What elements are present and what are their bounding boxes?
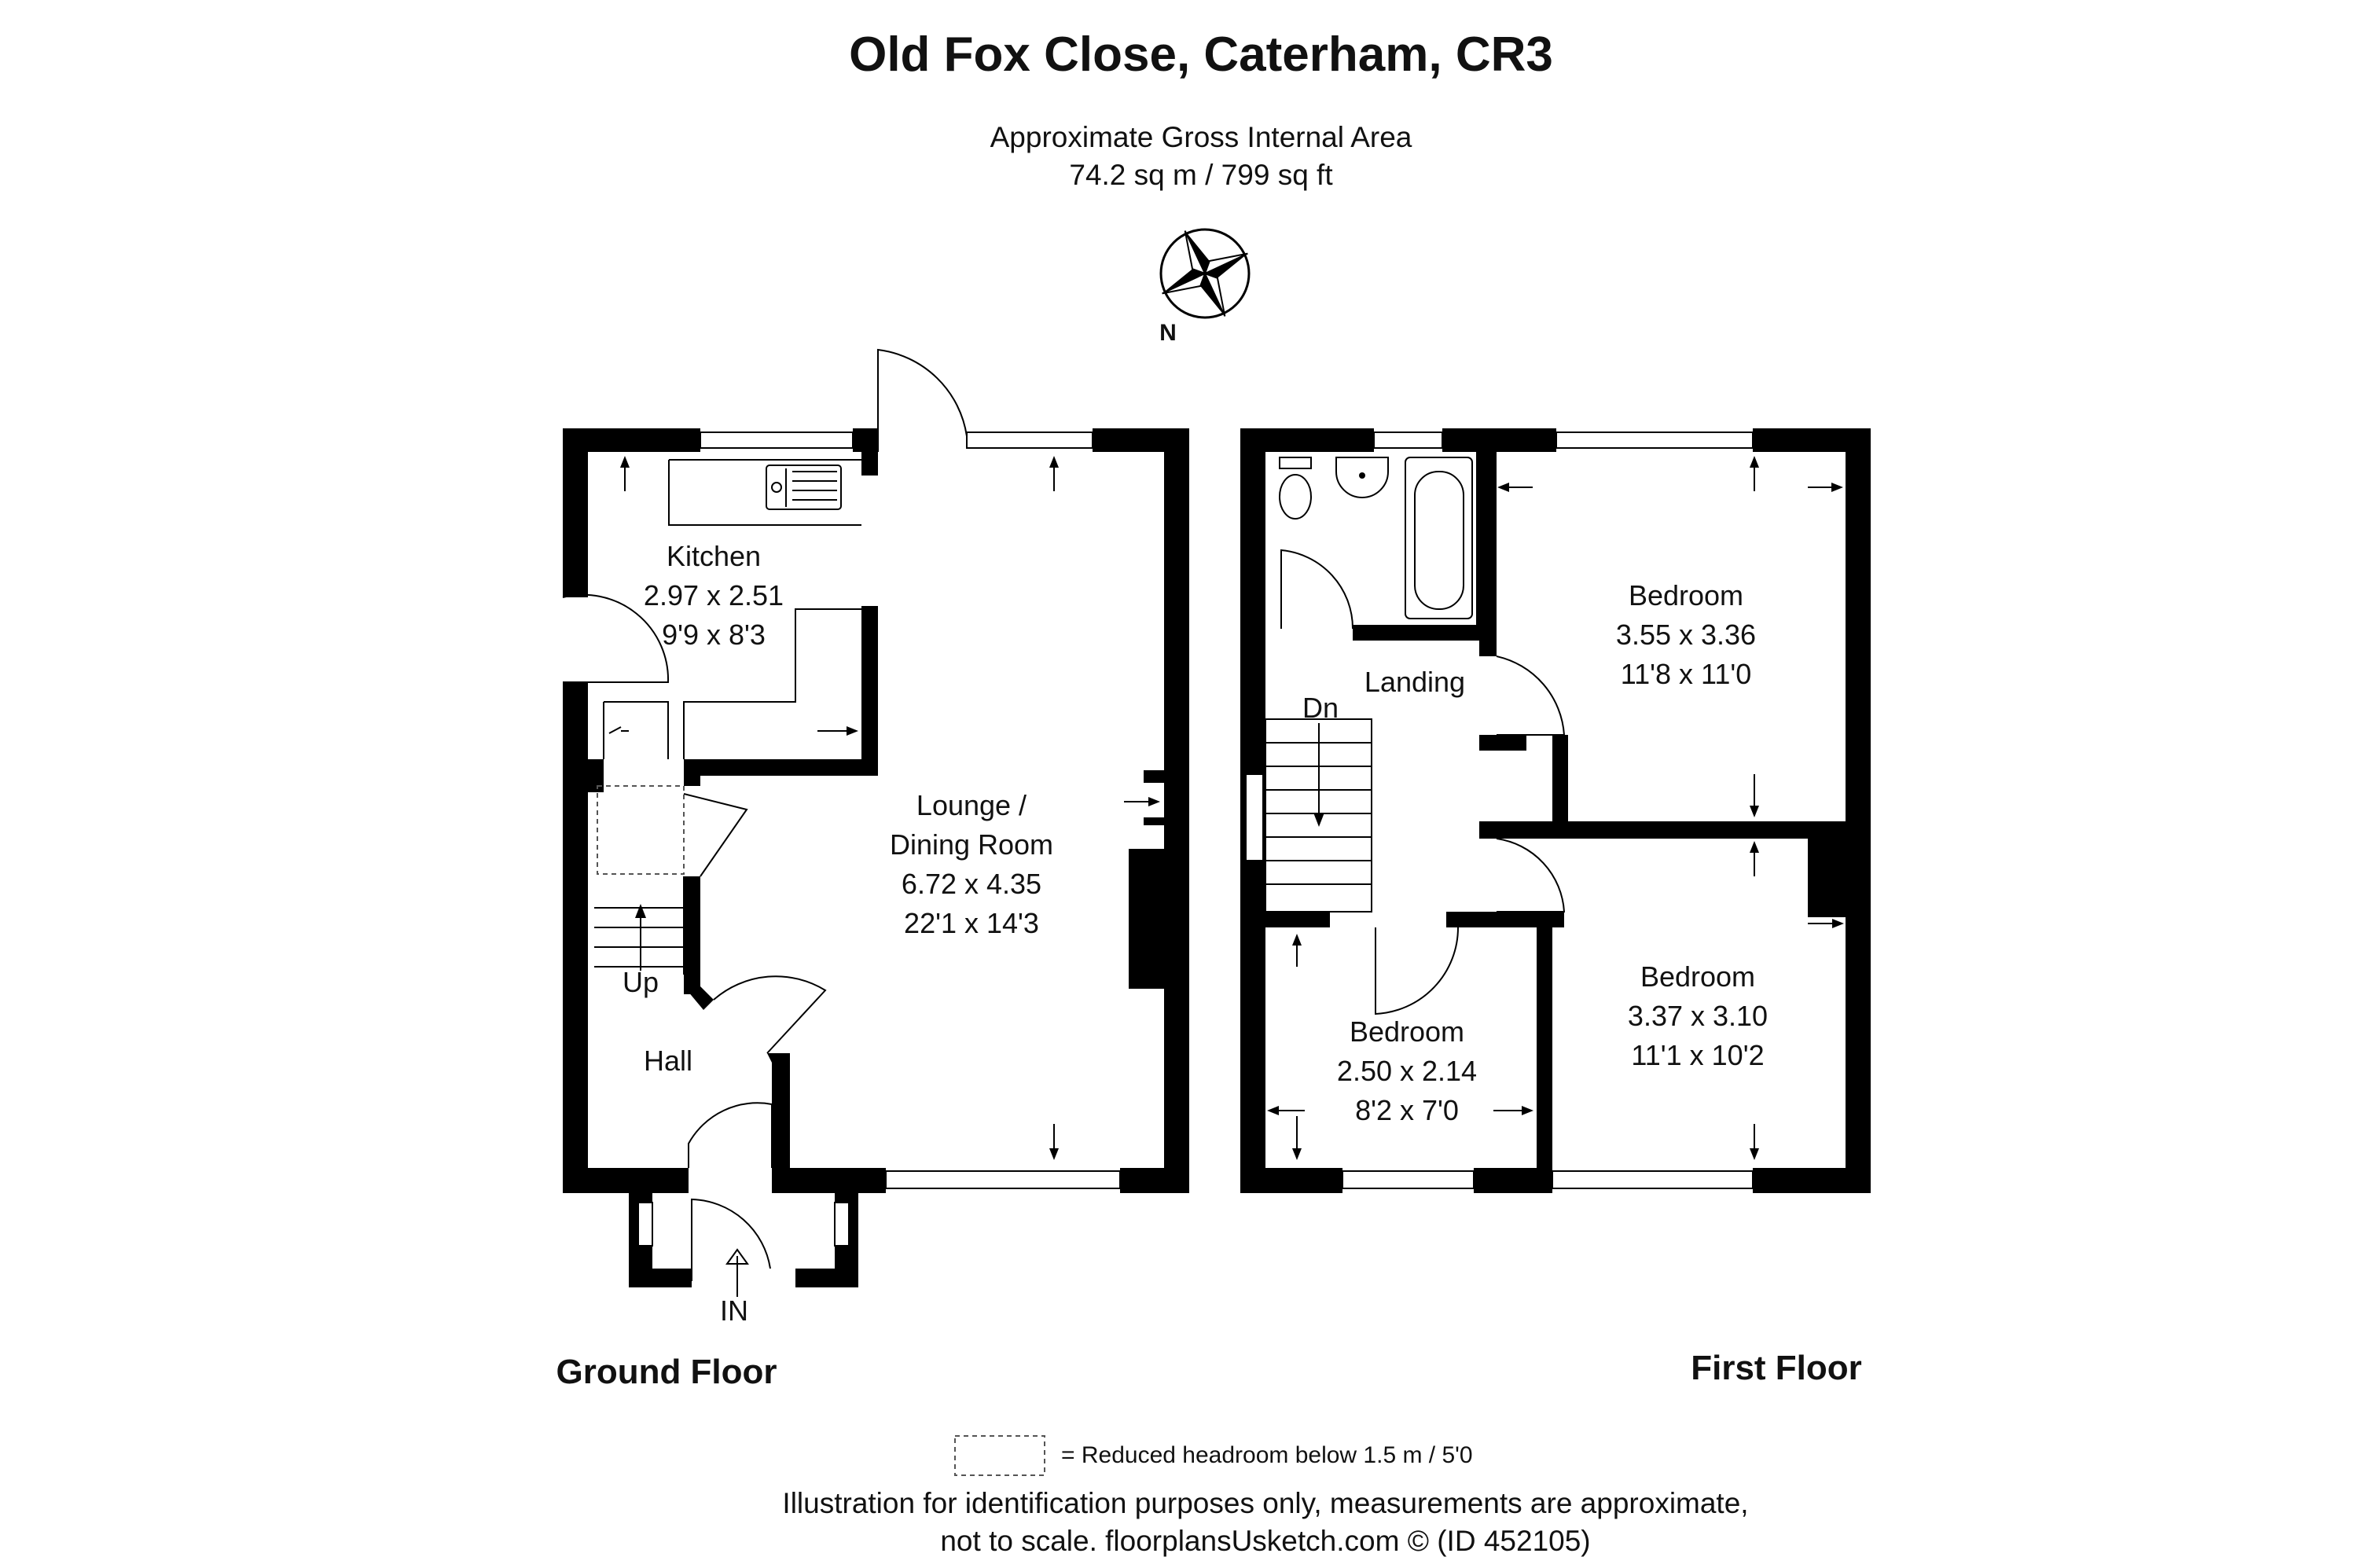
- worktop: [683, 608, 861, 759]
- bedroom-1-label: Bedroom: [1629, 579, 1743, 611]
- legend-swatch: [954, 1435, 1045, 1476]
- window: [1373, 431, 1443, 449]
- stairs-up-label: Up: [623, 966, 659, 998]
- staircase: [1265, 718, 1372, 913]
- kitchen-imperial: 9'9 x 8'3: [662, 619, 766, 651]
- bedroom-2-imperial: 11'1 x 10'2: [1631, 1039, 1764, 1071]
- window: [966, 431, 1093, 449]
- front-inner-door: [688, 1102, 773, 1168]
- worktop: [668, 459, 861, 526]
- reduced-headroom-area: [597, 785, 685, 875]
- disclaimer-line1: Illustration for identification purposes…: [782, 1487, 1748, 1519]
- window: [834, 1202, 850, 1247]
- front-door: [691, 1198, 771, 1281]
- wall: [1164, 428, 1189, 1193]
- compass-icon: [1159, 228, 1251, 319]
- wall: [861, 452, 878, 476]
- wall: [767, 1053, 790, 1168]
- window: [637, 1202, 653, 1247]
- sink-icon: [766, 465, 842, 510]
- disclaimer-line2: not to scale. floorplansUsketch.com © (I…: [940, 1525, 1590, 1557]
- window: [885, 1170, 1121, 1189]
- kitchen-label: Kitchen: [667, 540, 761, 572]
- window: [1555, 431, 1754, 449]
- ground-floor-label: Ground Floor: [556, 1353, 777, 1391]
- wall: [563, 428, 588, 597]
- wall: [684, 876, 700, 994]
- wall: [772, 1168, 886, 1193]
- bedroom-1-imperial: 11'8 x 11'0: [1621, 658, 1752, 690]
- wall: [563, 1168, 689, 1193]
- bedroom-1-door: [1496, 655, 1566, 736]
- window: [700, 431, 854, 449]
- wall: [684, 776, 700, 786]
- lounge-label-line1: Lounge /: [916, 789, 1027, 821]
- compass-label: N: [1159, 320, 1177, 346]
- lounge-label-line2: Dining Room: [890, 828, 1053, 861]
- ground-floor-plan: Kitchen 2.97 x 2.51 9'9 x 8'3 Lounge / D…: [556, 348, 1189, 1391]
- chimney-breast: [1129, 849, 1164, 989]
- bedroom-3-door: [1375, 927, 1460, 1015]
- wall: [684, 759, 878, 776]
- bedroom-1-metric: 3.55 x 3.36: [1616, 619, 1756, 651]
- area-value: 74.2 sq m / 799 sq ft: [1069, 159, 1333, 191]
- legend-text: = Reduced headroom below 1.5 m / 5'0: [1061, 1442, 1473, 1468]
- bath-icon: [1405, 457, 1473, 619]
- bedroom-2-metric: 3.37 x 3.10: [1628, 1000, 1768, 1032]
- window: [1245, 773, 1264, 861]
- hall-door: [713, 975, 827, 1054]
- bedroom-2-door: [1496, 838, 1566, 913]
- wall: [853, 428, 878, 452]
- bedroom-2-label: Bedroom: [1640, 960, 1755, 993]
- wall: [588, 759, 604, 776]
- stairs-down-label: Dn: [1302, 692, 1339, 724]
- basin-icon: [1335, 457, 1389, 498]
- entrance-label: IN: [720, 1294, 748, 1327]
- lounge-metric: 6.72 x 4.35: [902, 868, 1041, 900]
- measurement-arrows: [1267, 456, 1844, 1160]
- hall-label: Hall: [644, 1045, 692, 1077]
- measurement-arrows: [620, 456, 1160, 1160]
- bathroom-door: [1280, 549, 1354, 630]
- window: [1342, 1170, 1475, 1189]
- window: [1552, 1170, 1754, 1189]
- area-label: Approximate Gross Internal Area: [990, 121, 1412, 153]
- wall: [861, 606, 878, 771]
- landing-label: Landing: [1364, 666, 1465, 698]
- store: [603, 701, 669, 759]
- bedroom-3-label: Bedroom: [1350, 1015, 1464, 1048]
- rear-door: [877, 348, 968, 452]
- first-floor-label: First Floor: [1691, 1349, 1862, 1387]
- first-floor-plan: Landing Dn Bedroom 3.55 x 3.36 11'8 x 11…: [1240, 428, 1871, 1387]
- staircase: [594, 876, 685, 975]
- side-door: [562, 593, 670, 683]
- kitchen-metric: 2.97 x 2.51: [644, 579, 784, 611]
- bedroom-3-metric: 2.50 x 2.14: [1337, 1055, 1477, 1087]
- wall: [1120, 1168, 1189, 1193]
- bedroom-3-imperial: 8'2 x 7'0: [1355, 1094, 1459, 1126]
- page-title: Old Fox Close, Caterham, CR3: [849, 28, 1553, 82]
- lounge-imperial: 22'1 x 14'3: [904, 907, 1039, 939]
- wall: [563, 682, 588, 1193]
- toilet-icon: [1279, 457, 1312, 520]
